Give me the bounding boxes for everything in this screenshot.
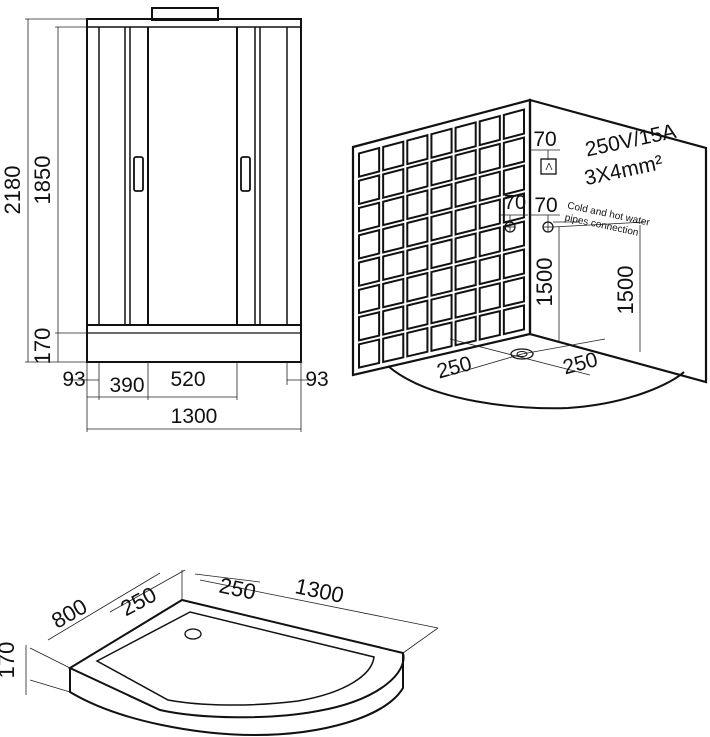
wall-tile	[454, 176, 477, 209]
wall-tile	[406, 299, 429, 331]
electrical-spec-line1: 250V/15A	[583, 120, 678, 162]
wall-tile	[454, 287, 477, 319]
pipe-offset-right-label: 70	[534, 194, 557, 217]
wall-tile	[430, 265, 453, 297]
tray-depth-label: 800	[47, 593, 91, 633]
wall-tile	[502, 164, 525, 196]
drain-offset-right-label: 250	[217, 573, 258, 605]
left-handle	[133, 156, 144, 192]
door-width-label: 520	[170, 368, 205, 391]
socket-offset-label: 70	[533, 128, 556, 151]
tray-view: 170 800 250 250 1300	[0, 569, 439, 737]
wall-tile	[430, 210, 453, 242]
wall-tile	[430, 127, 453, 160]
height-right-label: 1500	[613, 266, 638, 315]
side-right-label: 93	[305, 368, 328, 391]
wall-tile	[358, 283, 381, 315]
wall-tile	[430, 155, 453, 187]
wall-tile	[358, 256, 381, 288]
wall-tile	[382, 222, 405, 254]
wall-tile	[358, 310, 381, 342]
wall-tile	[430, 293, 453, 325]
drain-right-label: 250	[560, 348, 600, 379]
wall-tile	[382, 305, 405, 336]
wall-tile	[478, 142, 501, 175]
drain-left-label: 250	[434, 352, 474, 383]
wall-tile	[406, 271, 429, 303]
wall-tile	[406, 216, 429, 248]
wall-tile	[406, 189, 429, 221]
tray-length-label: 1300	[293, 573, 346, 608]
wall-tile	[454, 232, 477, 264]
total-height-label: 2180	[0, 166, 25, 215]
tray-height-label: 170	[0, 642, 19, 679]
wall-tile	[454, 315, 477, 347]
door-height-label: 1850	[30, 156, 55, 205]
wall-tile	[502, 220, 525, 252]
wall-tile	[358, 201, 381, 233]
wall-tile	[478, 254, 501, 286]
wall-tile	[502, 304, 525, 336]
tray-drain-icon	[184, 628, 202, 640]
tray-height-label: 170	[30, 328, 55, 365]
wall-tile	[382, 332, 405, 364]
side-left-label: 93	[62, 368, 85, 391]
wall-tile	[406, 244, 429, 276]
wall-tile	[358, 146, 381, 178]
wall-tile	[406, 161, 429, 193]
height-left-label: 1500	[532, 258, 557, 307]
front-view: 2180 1850 170 93 93 390 520 1300	[0, 7, 329, 432]
wall-tile	[478, 170, 501, 202]
wall-tile	[406, 326, 429, 358]
wall-tile	[454, 148, 477, 181]
wall-tile	[358, 338, 381, 369]
wall-view: 70 250V/15A 3X4mm² 70 70 Cold and hot wa…	[351, 98, 708, 410]
wall-tile	[502, 136, 525, 169]
wall-tile	[502, 108, 525, 141]
socket-icon	[540, 158, 557, 175]
total-width-label: 1300	[171, 405, 218, 428]
wall-tile	[478, 281, 501, 314]
wall-tile	[502, 248, 525, 280]
right-handle	[240, 156, 251, 192]
wall-tile	[454, 204, 477, 236]
wall-tile	[430, 182, 453, 215]
wall-tile	[478, 309, 501, 341]
wall-tile	[454, 121, 477, 153]
wall-tile	[478, 114, 501, 147]
wall-tile	[454, 259, 477, 292]
wall-tile	[382, 195, 405, 227]
fixed-panel-width-label: 390	[109, 374, 144, 397]
wall-tile	[358, 228, 381, 260]
pipe-offset-left-label: 70	[504, 192, 526, 214]
wall-tiles	[358, 108, 525, 369]
wall-tile	[358, 174, 381, 206]
wall-tile	[478, 226, 501, 258]
wall-tile	[382, 140, 405, 172]
wall-tile	[478, 198, 501, 230]
wall-tile	[406, 133, 429, 166]
wall-tile	[382, 167, 405, 200]
wall-tile	[502, 276, 525, 308]
wall-tile	[382, 277, 405, 309]
wall-tile	[382, 250, 405, 282]
cabin-outline	[86, 18, 302, 363]
wall-tile	[430, 321, 453, 353]
wall-tile	[430, 238, 453, 270]
